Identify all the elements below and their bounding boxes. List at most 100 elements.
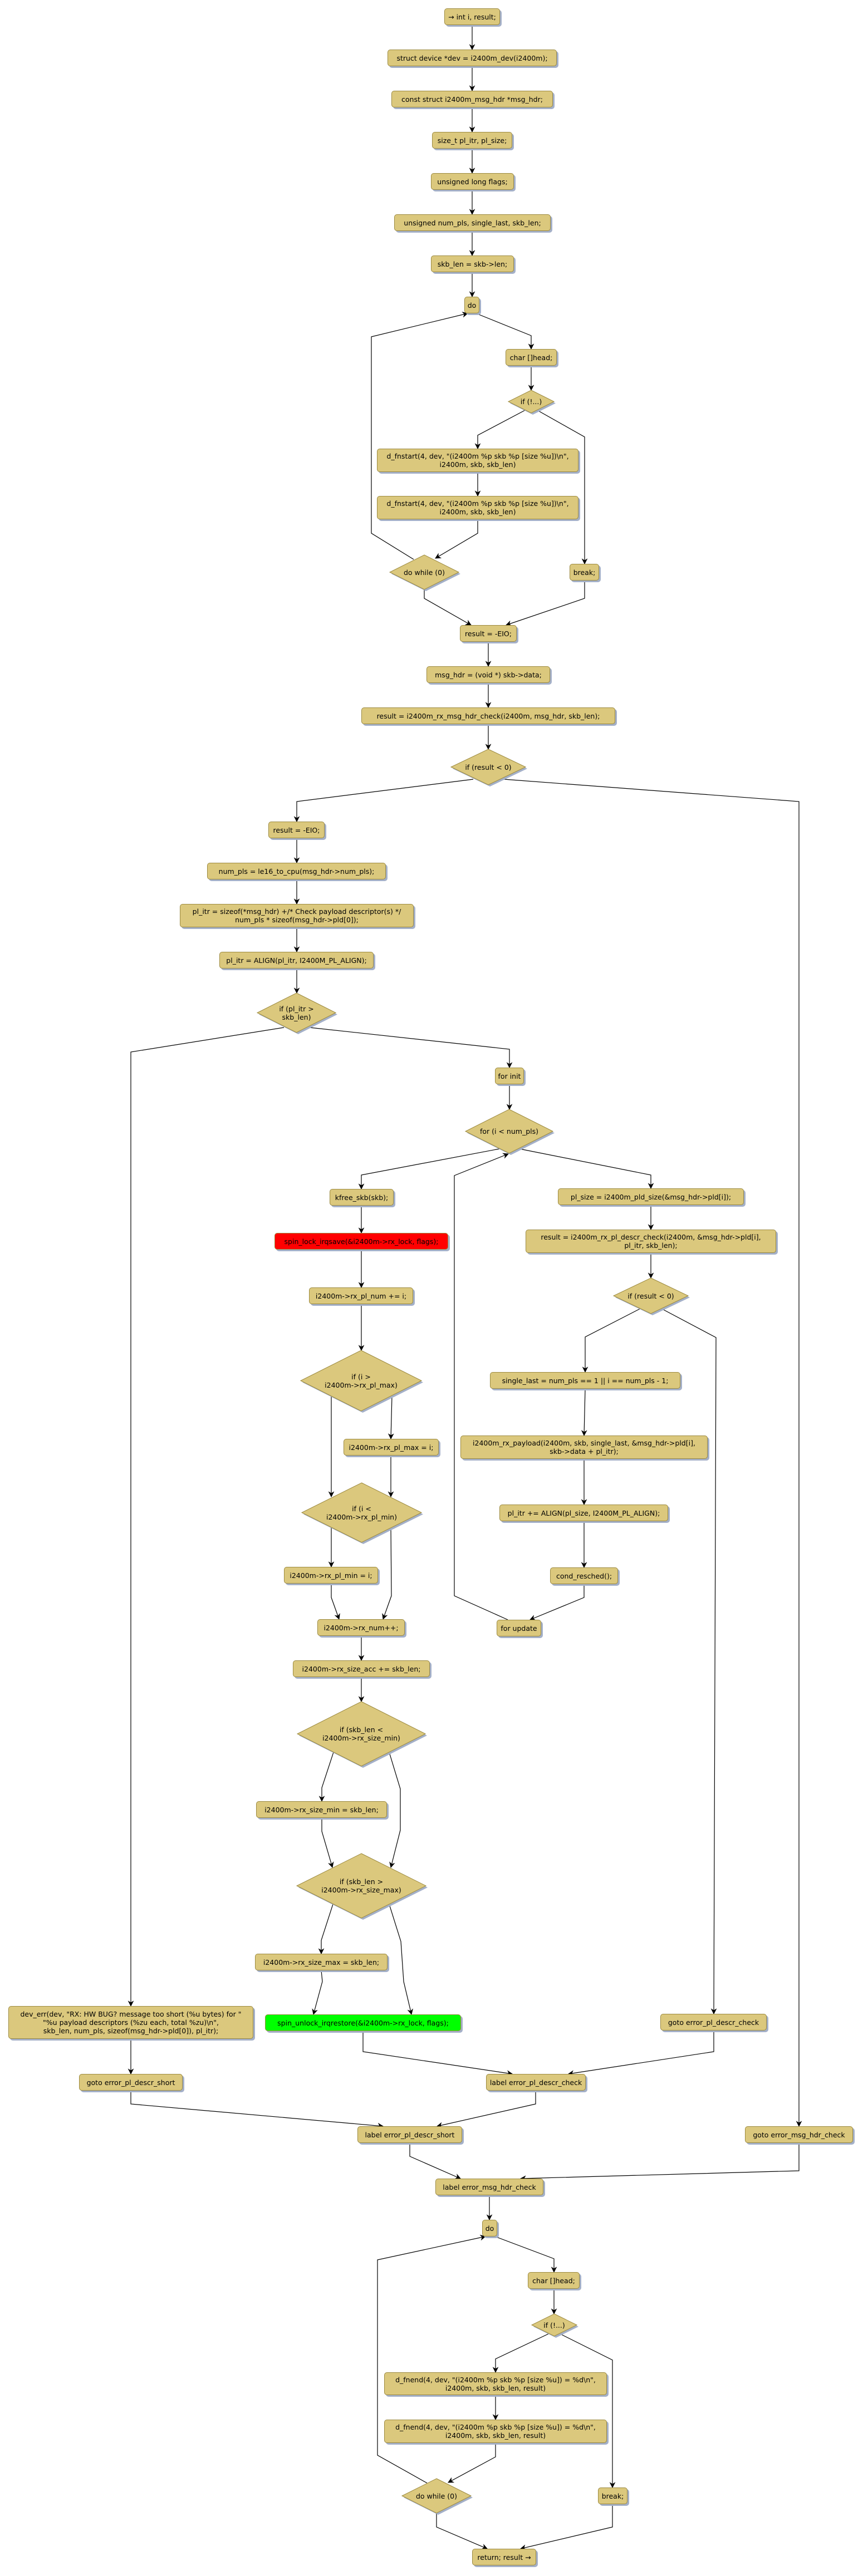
- action-node[interactable]: for update: [497, 1620, 541, 1636]
- flow-arrow: [130, 2091, 384, 2129]
- action-node[interactable]: pl_size = i2400m_pld_size(&msg_hdr->pld[…: [558, 1188, 744, 1205]
- flow-arrow: [494, 2236, 557, 2273]
- action-node[interactable]: char []head;: [506, 349, 557, 366]
- flow-arrow: [362, 2031, 513, 2076]
- action-node[interactable]: result = i2400m_rx_msg_hdr_check(i2400m,…: [361, 707, 615, 724]
- action-node[interactable]: i2400m->rx_size_acc += skb_len;: [293, 1660, 430, 1677]
- action-node[interactable]: result = -EIO;: [460, 625, 517, 642]
- action-node[interactable]: single_last = num_pls == 1 || i == num_p…: [490, 1372, 680, 1389]
- decision-label: if (result < 0): [627, 1291, 674, 1300]
- action-node[interactable]: label error_msg_hdr_check: [435, 2179, 543, 2195]
- flow-arrow: [331, 1584, 340, 1620]
- flow-arrow: [312, 1970, 323, 2015]
- action-node[interactable]: pl_itr = sizeof(*msg_hdr) +/* Check payl…: [180, 904, 414, 927]
- action-node[interactable]: char []head;: [528, 2272, 580, 2289]
- decision-diamond[interactable]: [296, 1853, 427, 1919]
- flow-arrow: [389, 1904, 414, 2015]
- action-node[interactable]: num_pls = le16_to_cpu(msg_hdr->num_pls);: [207, 863, 386, 879]
- action-node[interactable]: unsigned num_pls, single_last, skb_len;: [394, 214, 551, 231]
- action-node[interactable]: d_fnstart(4, dev, "(i2400m %p skb %p [si…: [377, 449, 578, 472]
- decision-label: for (i < num_pls): [480, 1127, 538, 1135]
- end-node[interactable]: return; result →: [472, 2549, 536, 2565]
- decision-diamond[interactable]: [531, 2313, 578, 2337]
- action-node[interactable]: skb_len = skb->len;: [431, 255, 514, 272]
- action-node[interactable]: break;: [570, 564, 599, 581]
- flow-arrow: [318, 1904, 334, 1955]
- flow-arrow: [309, 1027, 513, 1069]
- flow-arrow: [537, 410, 588, 565]
- flow-arrow: [660, 1307, 717, 2015]
- action-node[interactable]: do: [482, 2220, 497, 2236]
- action-node[interactable]: result = -EIO;: [268, 822, 325, 838]
- decision-diamond[interactable]: [296, 1701, 426, 1767]
- flow-arrow: [519, 2504, 613, 2551]
- action-node[interactable]: break;: [598, 2487, 627, 2504]
- action-node[interactable]: i2400m->rx_pl_min = i;: [284, 1567, 378, 1584]
- action-node[interactable]: i2400m->rx_pl_max = i;: [344, 1439, 439, 1456]
- action-node[interactable]: i2400m->rx_num++;: [317, 1619, 405, 1636]
- action-node[interactable]: do: [464, 297, 479, 313]
- flow-arrow: [581, 1388, 587, 1437]
- action-node[interactable]: label error_pl_descr_check: [486, 2074, 586, 2091]
- flow-arrow: [389, 1752, 401, 1869]
- decision-label: if (!...): [543, 2321, 565, 2329]
- flow-arrow: [424, 589, 472, 626]
- action-node[interactable]: struct device *dev = i2400m_dev(i2400m);: [388, 50, 557, 66]
- action-node[interactable]: i2400m->rx_size_min = skb_len;: [256, 1801, 387, 1818]
- decision-diamond[interactable]: [256, 992, 337, 1033]
- decision-diamond[interactable]: [612, 1277, 689, 1314]
- action-node[interactable]: for init: [495, 1068, 524, 1084]
- flow-arrow: [503, 779, 802, 2127]
- action-node[interactable]: kfree_skb(skb);: [330, 1189, 394, 1206]
- decision-label: if (skb_len > i2400m->rx_size_max): [321, 1877, 401, 1894]
- action-node[interactable]: goto error_msg_hdr_check: [745, 2126, 853, 2143]
- decision-diamond[interactable]: [401, 2478, 472, 2514]
- action-node[interactable]: unsigned long flags;: [431, 173, 514, 190]
- decision-diamond[interactable]: [450, 749, 527, 785]
- flow-arrow: [567, 2031, 714, 2076]
- flow-arrow: [492, 2333, 549, 2373]
- action-node[interactable]: i2400m->rx_size_max = skb_len;: [255, 1954, 388, 1970]
- action-node[interactable]: goto error_pl_descr_short: [79, 2074, 183, 2091]
- flow-arrow: [435, 519, 478, 559]
- decision-label: if (pl_itr > skb_len): [279, 1004, 314, 1021]
- decision-diamond[interactable]: [301, 1482, 423, 1543]
- flow-arrow: [388, 1395, 394, 1440]
- flow-arrow: [582, 1307, 642, 1373]
- action-node[interactable]: pl_itr = ALIGN(pl_itr, I2400M_PL_ALIGN);: [219, 952, 374, 969]
- start-node[interactable]: → int i, result;: [444, 8, 500, 25]
- decision-diamond[interactable]: [507, 390, 555, 414]
- action-node[interactable]: cond_resched();: [550, 1567, 618, 1584]
- action-node[interactable]: goto error_pl_descr_check: [660, 2014, 767, 2031]
- action-node[interactable]: pl_itr += ALIGN(pl_size, I2400M_PL_ALIGN…: [499, 1505, 668, 1521]
- flow-arrow: [448, 2443, 496, 2483]
- flow-arrow: [474, 410, 526, 450]
- lock-action-node[interactable]: spin_lock_irqsave(&i2400m->rx_lock, flag…: [274, 1233, 448, 1250]
- decision-diamond[interactable]: [464, 1109, 554, 1154]
- action-node[interactable]: i2400m->rx_pl_num += i;: [309, 1287, 413, 1304]
- flow-arrow: [560, 2333, 616, 2489]
- action-node[interactable]: const struct i2400m_msg_hdr *msg_hdr;: [391, 91, 553, 107]
- flow-arrow: [529, 1584, 585, 1621]
- action-node[interactable]: i2400m_rx_payload(i2400m, skb, single_la…: [460, 1436, 708, 1459]
- decision-label: if (i < i2400m->rx_pl_min): [326, 1504, 397, 1521]
- action-node[interactable]: dev_err(dev, "RX: HW BUG? message too sh…: [8, 2006, 253, 2039]
- action-node[interactable]: d_fnstart(4, dev, "(i2400m %p skb %p [si…: [377, 496, 578, 519]
- action-node[interactable]: size_t pl_itr, pl_size;: [432, 132, 512, 149]
- action-node[interactable]: d_fnend(4, dev, "(i2400m %p skb %p [size…: [384, 2420, 607, 2443]
- unlock-action-node[interactable]: spin_unlock_irqrestore(&i2400m->rx_lock,…: [265, 2014, 461, 2031]
- flow-arrow: [436, 2513, 488, 2550]
- decision-label: do while (0): [415, 2491, 458, 2500]
- decision-diamond[interactable]: [389, 554, 460, 590]
- action-node[interactable]: msg_hdr = (void *) skb->data;: [426, 666, 550, 683]
- action-node[interactable]: label error_pl_descr_short: [357, 2126, 462, 2143]
- action-node[interactable]: result = i2400m_rx_pl_descr_check(i2400m…: [526, 1230, 776, 1253]
- flow-arrow: [454, 1153, 509, 1620]
- decision-label: if (i > i2400m->rx_pl_max): [325, 1372, 398, 1389]
- flow-arrow: [409, 2143, 461, 2180]
- flow-arrow: [371, 312, 469, 560]
- action-node[interactable]: d_fnend(4, dev, "(i2400m %p skb %p [size…: [384, 2372, 607, 2395]
- decision-diamond[interactable]: [300, 1350, 423, 1412]
